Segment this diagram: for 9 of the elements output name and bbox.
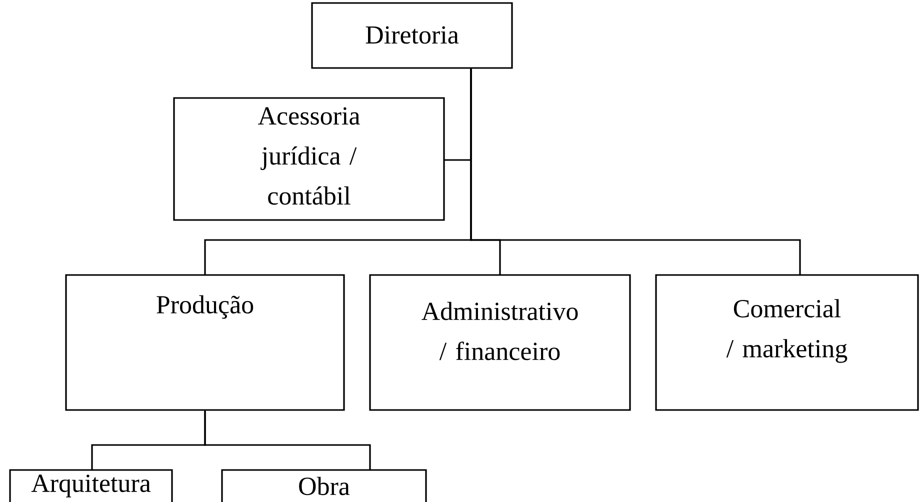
org-box: Administrativo / financeiro [369,274,631,411]
connector-line [470,68,801,275]
org-box: Comercial / marketing [655,274,919,411]
org-box: Arquitetura [9,469,173,502]
org-box: Diretoria [311,2,513,69]
org-box: Acessoria jurídica / contábil [173,97,445,221]
org-box: Obra [221,469,427,502]
org-box: Produção [65,274,345,411]
connector-line [204,410,371,470]
